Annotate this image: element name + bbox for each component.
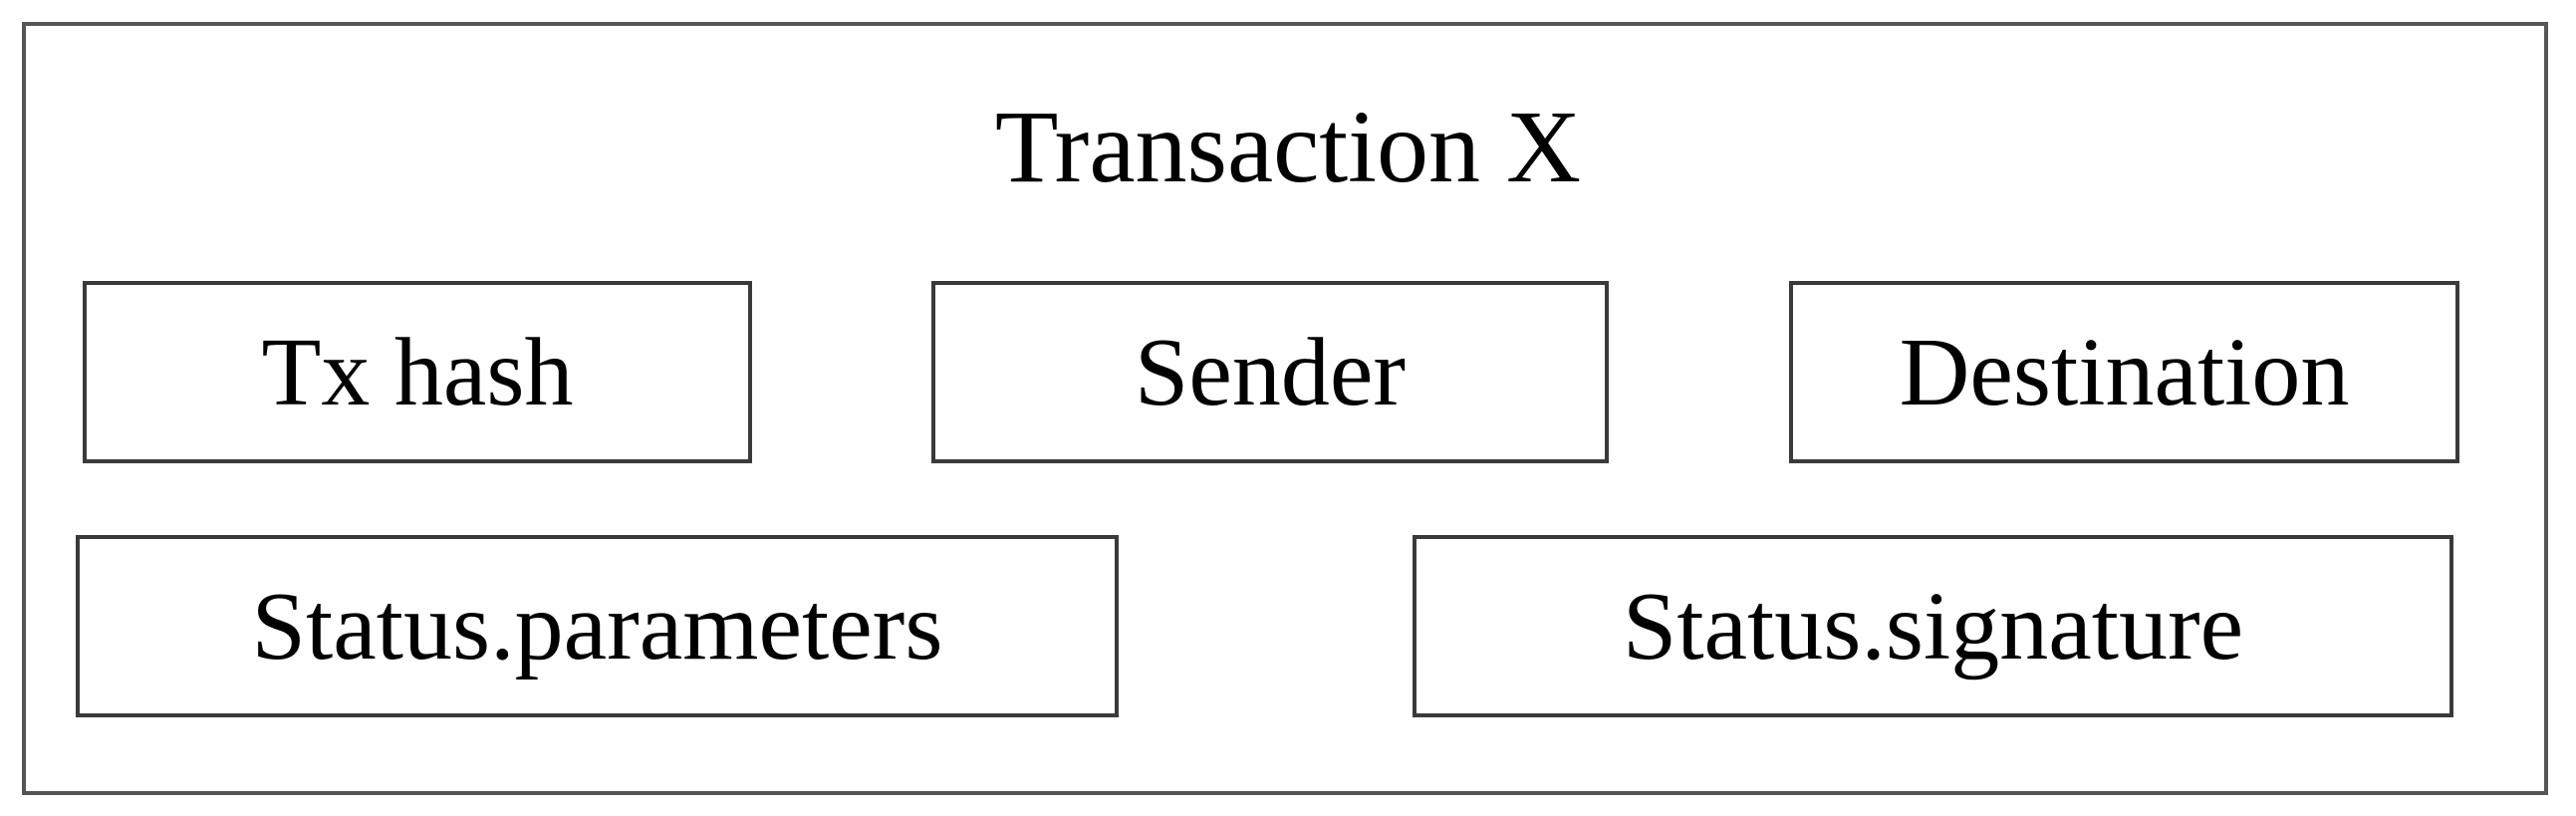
destination-box: Destination (1789, 281, 2459, 463)
tx-hash-label: Tx hash (261, 318, 574, 426)
sender-label: Sender (1134, 318, 1407, 426)
destination-label: Destination (1899, 318, 2350, 426)
status-parameters-label: Status.parameters (251, 572, 943, 680)
tx-hash-box: Tx hash (83, 281, 752, 463)
status-parameters-box: Status.parameters (76, 535, 1119, 717)
status-signature-label: Status.signature (1622, 572, 2244, 680)
status-signature-box: Status.signature (1413, 535, 2453, 717)
sender-box: Sender (931, 281, 1609, 463)
transaction-title: Transaction X (994, 90, 1582, 204)
